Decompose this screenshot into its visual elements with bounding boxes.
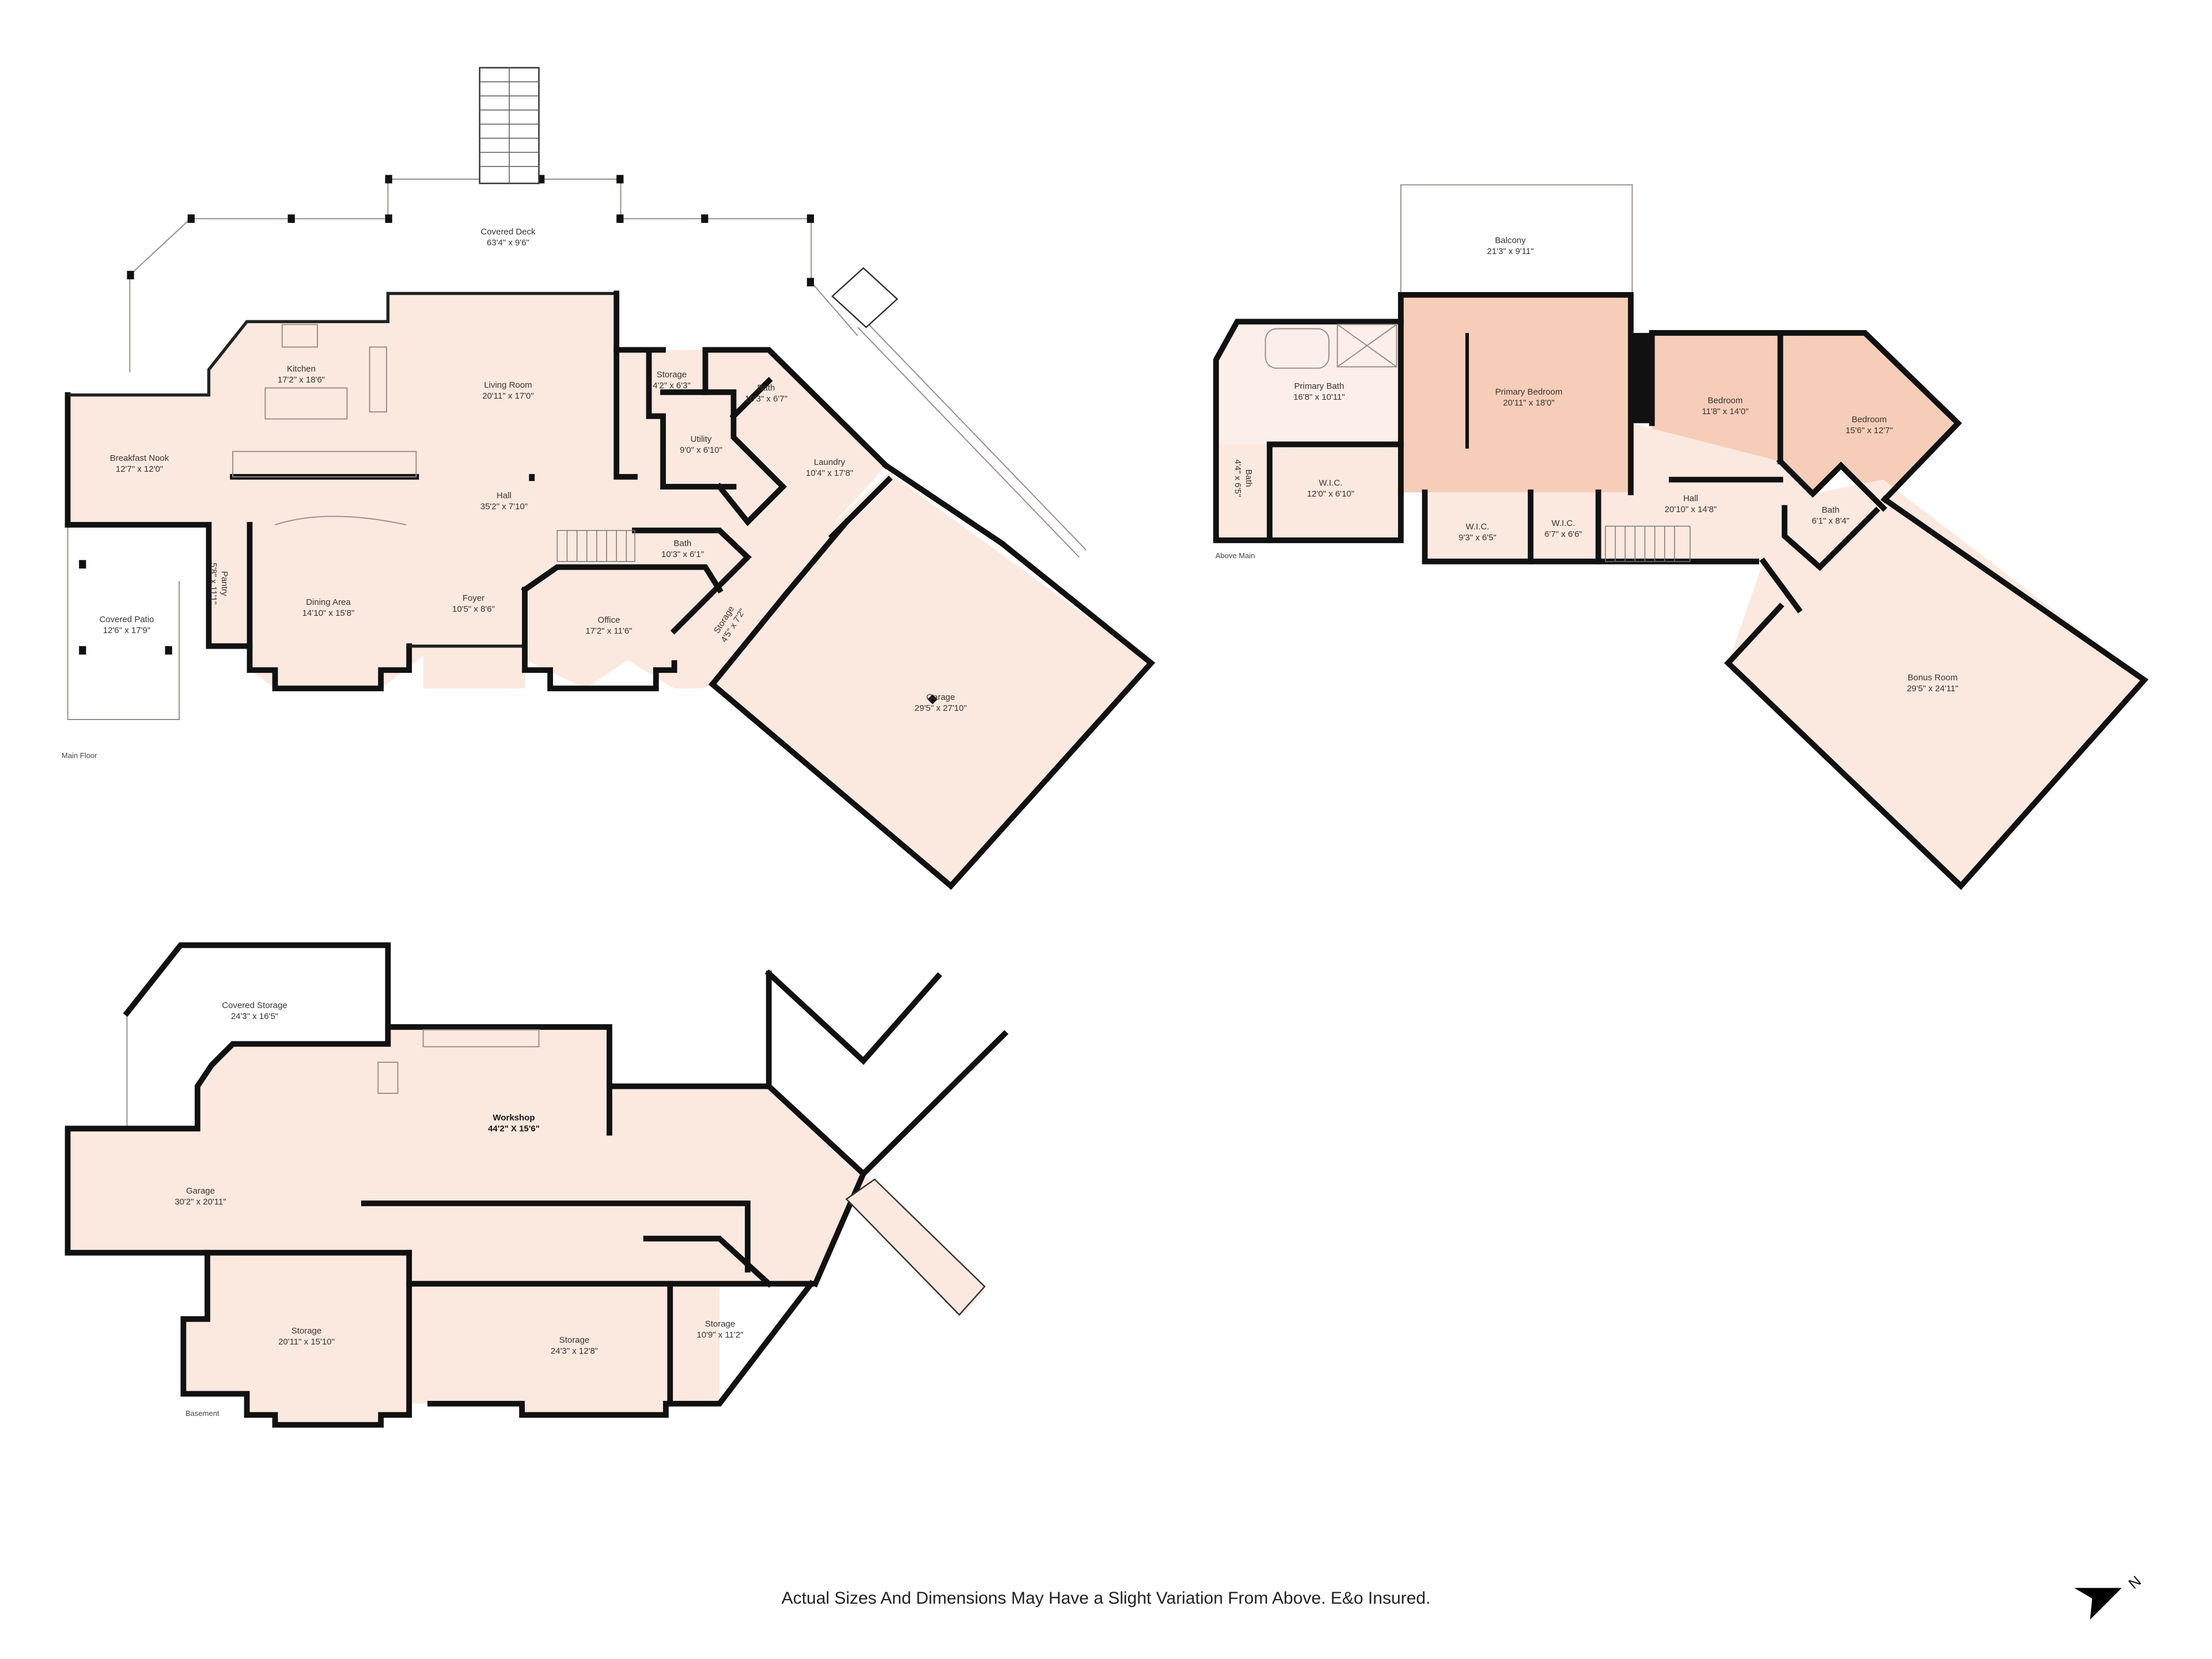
chimney-block xyxy=(1631,332,1652,423)
basement-stairs xyxy=(845,1178,986,1316)
deck-stairs xyxy=(479,67,899,328)
primary-bedroom-fill xyxy=(1400,294,1631,493)
disclaimer-footer: Actual Sizes And Dimensions May Have a S… xyxy=(781,1589,1431,1608)
above-main-floor-plan xyxy=(1213,184,2149,891)
upper-hall-fill xyxy=(1425,423,2145,886)
kitchen-fixtures xyxy=(232,324,417,525)
upper-stairs xyxy=(1605,525,1691,562)
pantry-fill xyxy=(211,525,249,646)
main-stairs xyxy=(556,530,635,562)
balcony-outline xyxy=(1400,184,1633,295)
bath-fixtures xyxy=(1264,324,1397,369)
main-floor-plan xyxy=(65,67,1156,890)
basement-walls xyxy=(65,942,1009,1428)
workbench xyxy=(422,1029,540,1048)
main-floor-walls xyxy=(65,290,1156,890)
above-main-walls xyxy=(1213,291,2149,891)
bedroom-2-fill xyxy=(1780,332,1959,499)
north-arrow-icon: N xyxy=(2068,1567,2154,1630)
wic-fill xyxy=(1216,444,1401,540)
basement-floor-plan xyxy=(65,942,1009,1428)
compass-letter: N xyxy=(2126,1573,2144,1592)
covered-patio-outline xyxy=(67,525,180,720)
basement-fill xyxy=(67,1027,985,1425)
